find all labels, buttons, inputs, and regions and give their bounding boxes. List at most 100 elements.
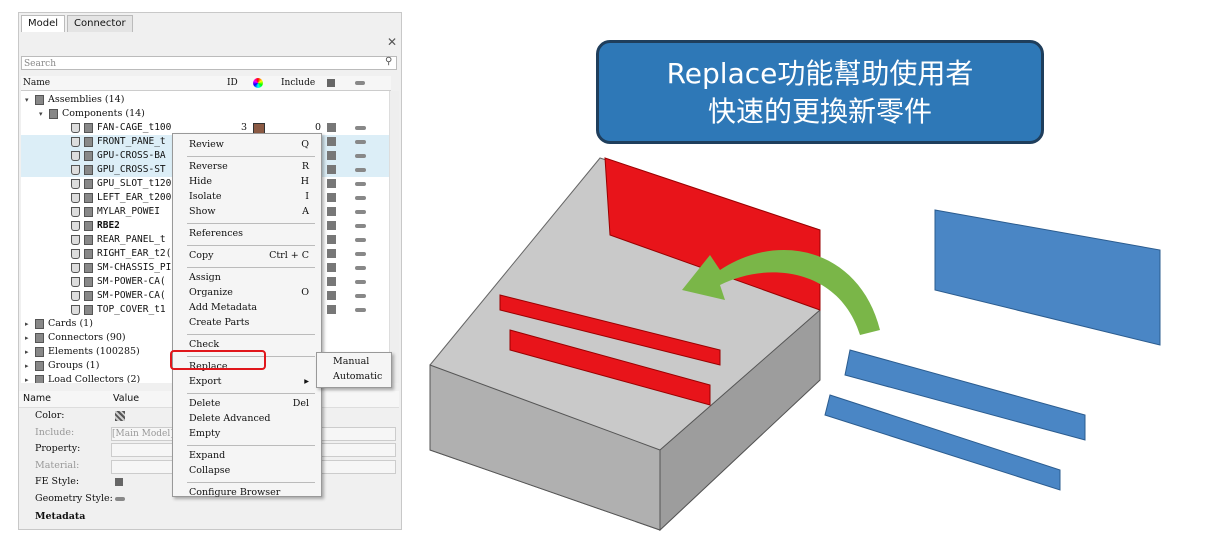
menu-item-label: References — [189, 228, 244, 239]
tree-row[interactable]: ▾Assemblies (14) — [21, 93, 389, 107]
tree-row-label: RBE2 — [97, 220, 120, 231]
menu-item-empty[interactable]: Empty — [189, 427, 309, 441]
tree-row[interactable]: ▸Elements (100285) — [21, 345, 389, 359]
menu-item-assign[interactable]: Assign — [189, 271, 309, 285]
tree-row[interactable]: ▸Cards (1) — [21, 317, 389, 331]
tree-row[interactable]: ▸Load Collectors (2) — [21, 373, 389, 383]
geometry-style-icon[interactable] — [355, 154, 366, 158]
tree-row-include: 0 — [315, 122, 322, 133]
menu-item-check[interactable]: Check — [189, 338, 309, 352]
search-input[interactable]: Search — [21, 56, 397, 70]
close-icon[interactable]: ✕ — [387, 35, 398, 49]
fe-style-icon[interactable] — [327, 207, 336, 216]
menu-item-replace[interactable]: Replace — [189, 360, 309, 374]
column-name[interactable]: Name — [23, 78, 51, 88]
fe-style-icon[interactable] — [327, 137, 336, 146]
column-id[interactable]: ID — [227, 78, 238, 88]
geometry-style-icon[interactable] — [355, 168, 366, 172]
column-include[interactable]: Include — [281, 78, 316, 88]
menu-item-manual[interactable]: Manual — [333, 356, 370, 367]
fe-style-icon[interactable] — [327, 263, 336, 272]
tab-model[interactable]: Model — [21, 15, 66, 32]
fe-style-icon[interactable] — [327, 165, 336, 174]
geometry-style-icon[interactable] — [355, 196, 366, 200]
search-icon[interactable]: ⚲ — [385, 56, 393, 67]
menu-item-delete-advanced[interactable]: Delete Advanced — [189, 412, 309, 426]
tree-row[interactable]: GPU_SLOT_t120 — [21, 177, 389, 191]
fe-style-icon[interactable] — [327, 235, 336, 244]
color-wheel-icon[interactable] — [253, 78, 263, 88]
tree-row[interactable]: ▸Connectors (90) — [21, 331, 389, 345]
geometry-style-icon[interactable] — [355, 81, 365, 85]
menu-item-add-metadata[interactable]: Add Metadata — [189, 301, 309, 315]
expand-arrow-icon[interactable]: ▸ — [25, 376, 29, 383]
expand-arrow-icon[interactable]: ▸ — [25, 362, 29, 370]
geometry-style-icon[interactable] — [355, 238, 366, 242]
tab-connector[interactable]: Connector — [67, 15, 133, 32]
entity-icon — [35, 346, 44, 357]
tree-row[interactable]: RIGHT_EAR_t2( — [21, 247, 389, 261]
collapse-arrow-icon[interactable]: ▾ — [39, 110, 43, 118]
tree-row[interactable]: MYLAR_POWEI — [21, 205, 389, 219]
menu-item-label: Check — [189, 339, 220, 350]
geometry-style-icon[interactable] — [355, 308, 366, 312]
menu-item-automatic[interactable]: Automatic — [333, 371, 383, 382]
metadata-section[interactable]: Metadata — [35, 511, 86, 522]
tree-scrollbar[interactable] — [389, 91, 399, 383]
tree-row[interactable]: TOP_COVER_t1 — [21, 303, 389, 317]
tree-row[interactable]: LEFT_EAR_t200 — [21, 191, 389, 205]
fe-style-icon[interactable] — [327, 305, 336, 314]
geometry-style-icon[interactable] — [355, 140, 366, 144]
tree-row[interactable]: SM-POWER-CA( — [21, 289, 389, 303]
fe-style-icon[interactable] — [327, 123, 336, 132]
tree-row[interactable]: SM-CHASSIS_PI — [21, 261, 389, 275]
geometry-style-icon[interactable] — [115, 496, 125, 501]
menu-item-expand[interactable]: Expand — [189, 449, 309, 463]
fe-style-icon[interactable] — [327, 277, 336, 286]
expand-arrow-icon[interactable]: ▸ — [25, 334, 29, 342]
component-icon — [71, 164, 80, 175]
expand-arrow-icon[interactable]: ▸ — [25, 348, 29, 356]
fe-style-icon[interactable] — [327, 179, 336, 188]
menu-item-collapse[interactable]: Collapse — [189, 464, 309, 478]
geometry-style-icon[interactable] — [355, 224, 366, 228]
menu-separator — [187, 482, 315, 483]
tree-row[interactable]: ▾Components (14) — [21, 107, 389, 121]
geometry-style-icon[interactable] — [355, 182, 366, 186]
fe-style-icon[interactable] — [327, 151, 336, 160]
menu-separator — [187, 267, 315, 268]
geometry-style-icon[interactable] — [355, 280, 366, 284]
tree-row[interactable]: SM-POWER-CA( — [21, 275, 389, 289]
fe-style-icon[interactable] — [327, 291, 336, 300]
color-pattern-icon[interactable] — [115, 411, 125, 421]
menu-item-export[interactable]: Export▸ — [189, 375, 309, 389]
fe-style-icon[interactable] — [327, 221, 336, 230]
geometry-style-icon[interactable] — [355, 266, 366, 270]
fe-style-icon[interactable] — [327, 193, 336, 202]
menu-item-label: Create Parts — [189, 317, 250, 328]
expand-arrow-icon[interactable]: ▸ — [25, 320, 29, 328]
property-label: Include: — [35, 426, 75, 438]
menu-item-references[interactable]: References — [189, 227, 309, 241]
geometry-style-icon[interactable] — [355, 126, 366, 130]
tree-row[interactable]: RBE2 — [21, 219, 389, 233]
geometry-style-icon[interactable] — [355, 210, 366, 214]
collapse-arrow-icon[interactable]: ▾ — [25, 96, 29, 104]
geometry-style-icon[interactable] — [355, 252, 366, 256]
fe-style-icon[interactable] — [115, 478, 123, 486]
fe-style-icon[interactable] — [327, 79, 335, 87]
tree-row[interactable]: REAR_PANEL_t — [21, 233, 389, 247]
fe-style-icon[interactable] — [327, 249, 336, 258]
menu-item-create-parts[interactable]: Create Parts — [189, 316, 309, 330]
geometry-style-icon[interactable] — [355, 294, 366, 298]
tree-row[interactable]: ▸Groups (1) — [21, 359, 389, 373]
menu-item-configure-browser[interactable]: Configure Browser — [189, 486, 309, 500]
